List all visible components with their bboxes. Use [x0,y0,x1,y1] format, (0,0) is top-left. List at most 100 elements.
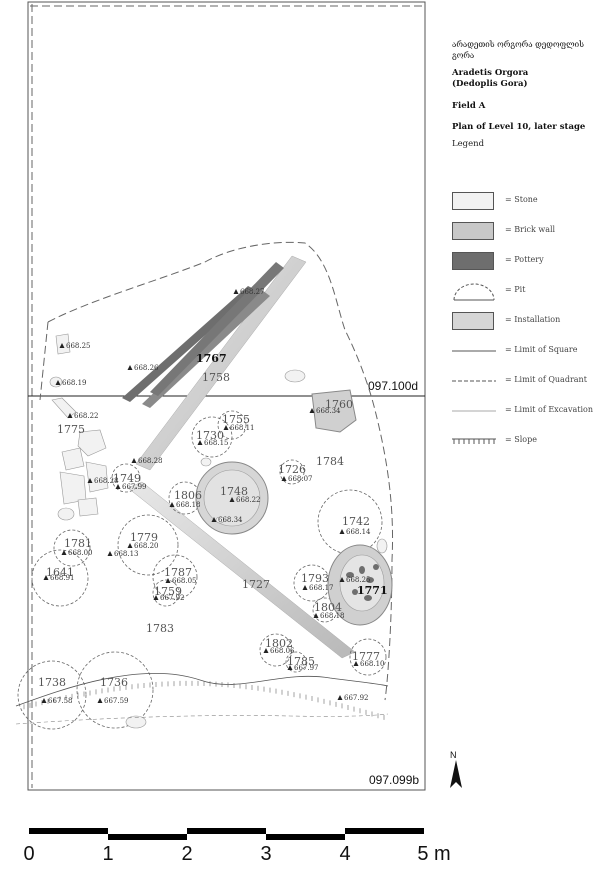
legend-swatch-stone [452,192,494,210]
feature-label-1726: 1726 [278,463,306,476]
elevation-label: 668.11 [230,424,255,432]
feature-label-1785: 1785 [287,655,315,668]
pit-1641 [31,549,89,607]
elevation-point: 668.34 [211,516,243,524]
elevation-label: 668.26 [134,364,159,372]
pit-1779 [117,514,179,576]
elevation-marker-icon [87,478,93,483]
elevation-marker-icon [337,695,343,700]
brick-wall-1758 [135,255,307,471]
stones [49,333,388,729]
elevation-label: 667.58 [48,697,73,705]
elevation-marker-icon [339,577,345,582]
elevation-point: 668.14 [339,528,371,536]
legend-swatch-line-dashed [452,370,496,392]
elevation-label: 668.18 [320,612,345,620]
elevation-label: 668.06 [270,647,295,655]
elevation-marker-icon [97,698,103,703]
scale-label: 2 [181,843,193,865]
elevation-point: 668.27 [233,288,265,296]
legend-swatch-line-thin [452,400,496,422]
elevation-label: 668.05 [172,577,197,585]
feature-label-1802: 1802 [265,637,293,650]
scale-segment [345,828,424,834]
elevation-point: 667.99 [115,483,147,491]
elevation-label: 667.99 [122,483,147,491]
feature-label-1771: 1771 [357,584,388,597]
elevation-label: 668.34 [316,407,341,415]
field-name: Field A [452,100,486,111]
scale-bar [29,828,424,840]
legend-label-stone: = Stone [505,195,538,204]
elevation-label: 668.20 [134,542,159,550]
elevation-marker-icon [339,529,345,534]
title-block: არადეთის ორგორა დედოფლის გორა Aradetis O… [452,40,592,151]
pit-1738 [17,660,87,730]
elevation-point: 668.00 [61,549,93,557]
feature-label-1767: 1767 [196,352,227,365]
elevation-label: 668.13 [114,550,139,558]
legend-row-line-dashed: = Limit of Quadrant [452,370,592,392]
feature-label-1804: 1804 [314,601,342,614]
elevation-point: 668.11 [223,424,255,432]
site-alt-name: (Dedoplis Gora) [452,79,528,90]
pit-1755 [217,410,247,440]
feature-label-1787: 1787 [164,566,192,579]
legend-label-installation: = Installation [505,315,561,324]
elevation-point: 668.06 [263,647,295,655]
pit-1785 [285,651,307,673]
feature-label-1748: 1748 [220,485,248,498]
elevation-marker-icon [165,578,171,583]
elevation-marker-icon [61,550,67,555]
scale-label: 4 [339,843,351,865]
elevation-marker-icon [211,517,217,522]
elevation-marker-icon [309,408,315,413]
north-label: N [450,750,457,760]
elevation-point: 668.91 [43,574,75,582]
elevation-point: 668.34 [309,407,341,415]
feature-label-1784: 1784 [316,455,344,468]
elevation-point: 667.58 [41,697,73,705]
pit-1749 [111,463,141,493]
elevation-marker-icon [302,585,308,590]
elevation-label: 668.34 [218,516,243,524]
elevation-point: 668.18 [169,501,201,509]
legend-row-installation: = Installation [452,310,592,332]
elevation-marker-icon [55,380,61,385]
elevation-marker-icon [59,343,65,348]
elevation-point: 668.26 [127,364,159,372]
elevation-point: 668.28 [131,457,163,465]
elevation-label: 668.10 [360,660,385,668]
brick-wall-1727 [127,481,356,659]
feature-label-1730: 1730 [196,429,224,442]
elevation-label: 668.28 [138,457,163,465]
feature-label-1758: 1758 [202,371,230,384]
grid-label-south: 097.099b [369,773,419,787]
elevation-point: 668.20 [127,542,159,550]
legend-swatch-pottery [452,252,494,270]
elevation-marker-icon [287,665,293,670]
slope-line-lower [15,713,389,725]
legend-swatch-pit [452,280,496,302]
pit-1787 [152,554,198,600]
elevation-marker-icon [169,502,175,507]
legend-label-pit: = Pit [505,285,526,294]
elevation-marker-icon [67,413,73,418]
legend-row-stone: = Stone [452,190,592,212]
excavation-limit-west [39,321,49,401]
pit-1736 [76,651,154,729]
legend-label-pottery: = Pottery [505,255,544,264]
legend-label-line-dashed: = Limit of Quadrant [505,375,587,384]
grid-label-east: 097.100d [368,379,418,393]
legend-label-line-solid: = Limit of Square [505,345,578,354]
legend-row-pottery: = Pottery [452,250,592,272]
scale-label: 3 [260,843,272,865]
legend-heading: Legend [452,139,485,150]
legend-label-brick: = Brick wall [505,225,556,234]
elevation-marker-icon [127,365,133,370]
elevation-point: 667.97 [287,664,319,672]
elevation-marker-icon [229,497,235,502]
elevation-marker-icon [233,289,239,294]
georgian-title: არადეთის ორგორა დედოფლის გორა [452,40,584,60]
